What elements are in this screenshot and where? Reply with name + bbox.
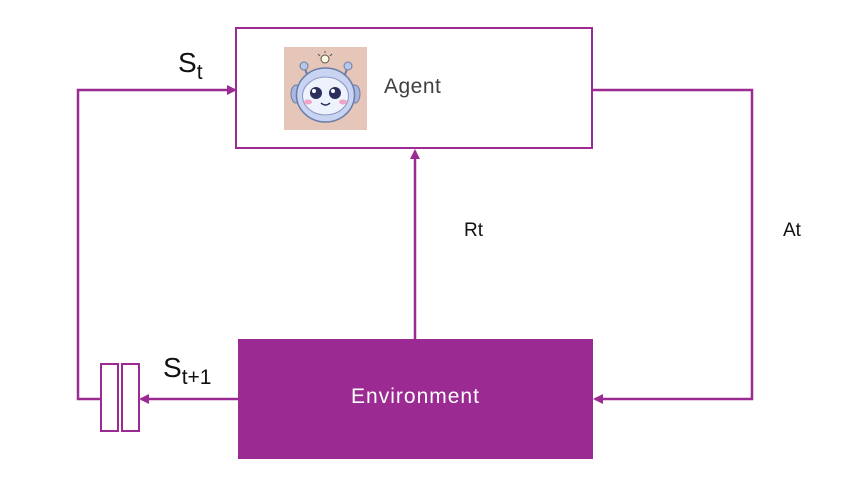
environment-box xyxy=(238,339,593,459)
reward-label: Rt xyxy=(464,220,483,241)
agent-label: Agent xyxy=(384,75,442,98)
state-label-base: S xyxy=(178,47,197,78)
action-arrow xyxy=(593,88,754,404)
state-label: St xyxy=(178,47,203,85)
state-arrow xyxy=(76,85,237,401)
next-state-label: St+1 xyxy=(163,352,211,390)
next-state-label-base: S xyxy=(163,352,182,383)
delay-buffer-icon xyxy=(100,363,140,432)
action-label: At xyxy=(783,220,801,241)
robot-avatar-icon xyxy=(284,47,367,130)
next-state-label-subscript: t+1 xyxy=(181,366,212,389)
state-label-subscript: t xyxy=(196,61,203,84)
environment-label: Environment xyxy=(351,385,480,408)
